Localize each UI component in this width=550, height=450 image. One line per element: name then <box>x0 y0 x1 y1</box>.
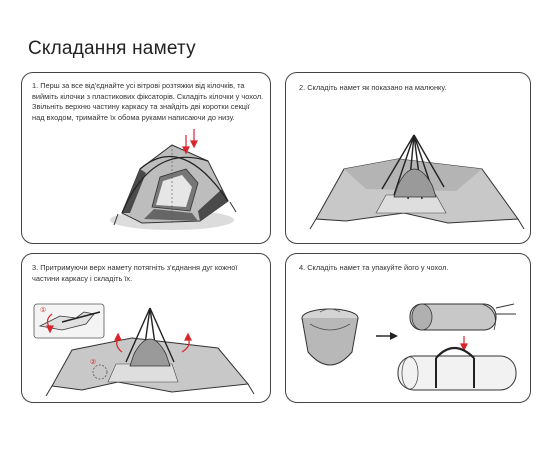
tent-collapse-illustration <box>110 129 237 230</box>
red-arrow-icon <box>46 313 54 334</box>
step-2-text: 2. Складіть намет як показано на малюнку… <box>299 83 447 92</box>
red-arrow-icon <box>460 336 468 352</box>
folded-tent-illustration <box>309 134 525 230</box>
page-title: Складання намету <box>28 38 196 59</box>
step-3-card: 3. Притримуючи верх намету потягніть з'є… <box>21 253 271 403</box>
pack-bag-illustration <box>301 303 517 391</box>
step-4-text: 4. Складіть намет та упакуйте його у чох… <box>299 263 449 272</box>
callout-2: ② <box>90 358 96 366</box>
step-3-text: 3. Притримуючи верх намету потягніть з'є… <box>32 263 238 283</box>
red-arrow-icon <box>182 129 198 155</box>
step-1-card: 1. Перш за все від'єднайте усі вітрові р… <box>21 72 271 244</box>
step-1-text: 1. Перш за все від'єднайте усі вітрові р… <box>32 81 264 122</box>
callout-1: ① <box>40 306 46 314</box>
step-2-card: 2. Складіть намет як показано на малюнку… <box>285 72 531 244</box>
step-4-card: 4. Складіть намет та упакуйте його у чох… <box>285 253 531 403</box>
right-arrow-icon <box>376 332 398 340</box>
fold-poles-illustration: ① ② <box>33 303 255 397</box>
red-arrow-icon <box>114 332 192 353</box>
